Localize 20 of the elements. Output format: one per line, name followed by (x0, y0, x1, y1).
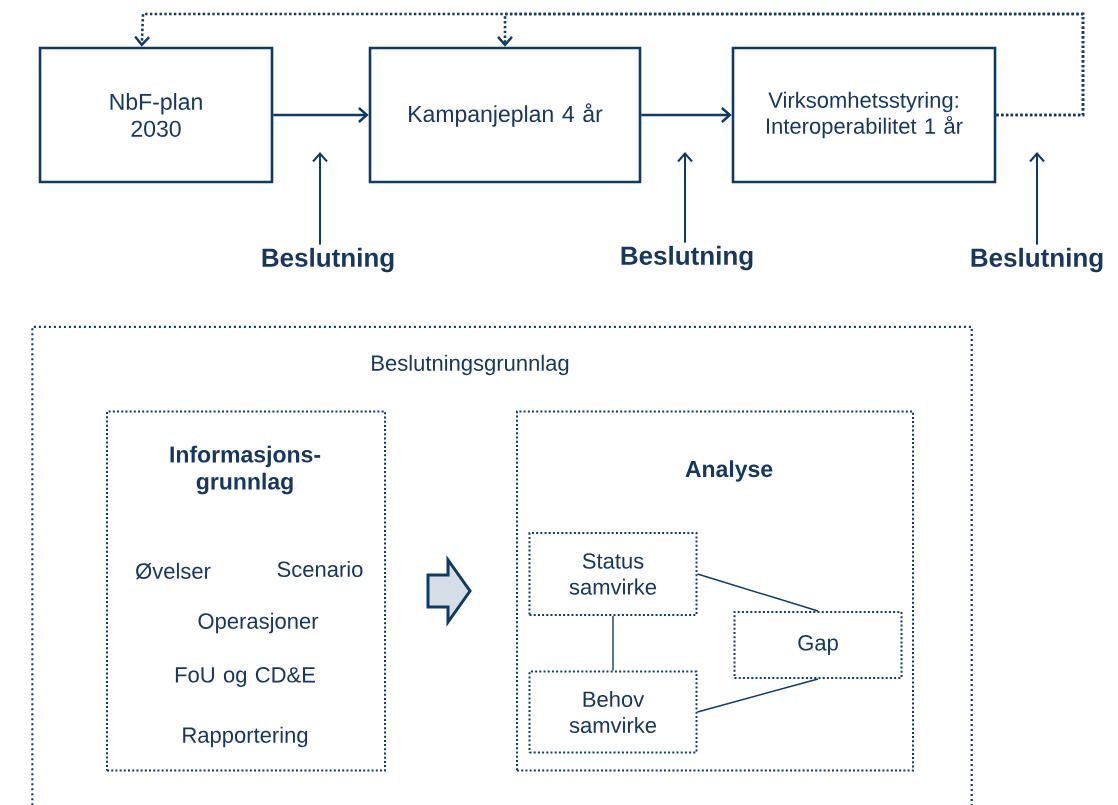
arrow (497, 12, 1085, 117)
group-box: Informasjons-grunnlag Øvelser Scenario Operasjoner FoU og CD&E Rapportering (106, 410, 386, 772)
process-box: Kampanjeplan 4 år (368, 46, 642, 184)
process-box: NbF-plan 2030 (38, 46, 274, 184)
decision-label: Beslutning (621, 245, 753, 271)
arrow (273, 107, 369, 123)
arrow (677, 152, 693, 244)
process-box: Status samvirke (528, 532, 698, 616)
decision-label: Beslutning (971, 247, 1103, 273)
process-box: Gap (733, 611, 903, 679)
arrow (312, 152, 328, 246)
arrow (1029, 152, 1045, 246)
connector-line (696, 678, 819, 713)
connector-line (696, 573, 819, 612)
arrow (641, 107, 732, 123)
connector-line (612, 615, 614, 672)
block-arrow (426, 555, 472, 627)
process-box: Behov samvirke (528, 670, 698, 754)
decision-label: Beslutning (262, 247, 394, 273)
process-box: Virksomhetsstyring: Interoperabilitet 1 år (731, 46, 997, 184)
